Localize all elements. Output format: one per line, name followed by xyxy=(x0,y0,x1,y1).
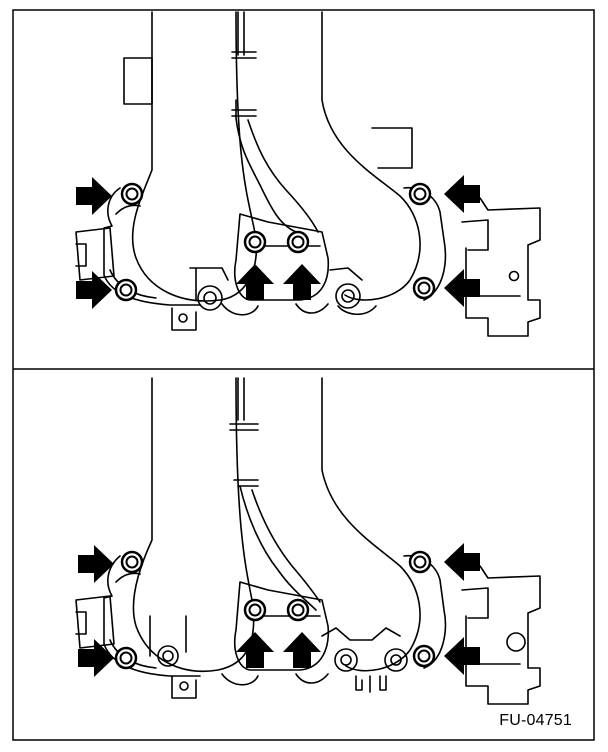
bolt-bottom-left-lower xyxy=(114,646,138,670)
arrow-bottom-center-right xyxy=(283,632,321,668)
top-panel-illustration xyxy=(75,11,541,337)
outer-border xyxy=(12,9,595,741)
bolt-top-center-right xyxy=(286,230,310,254)
bolt-top-right-lower xyxy=(412,276,436,300)
arrow-bottom-right-upper xyxy=(444,543,480,581)
arrow-bottom-center-left xyxy=(236,632,274,668)
bolt-top-center-left xyxy=(243,230,267,254)
bolt-top-right-upper xyxy=(408,182,432,206)
arrow-top-left-upper xyxy=(76,177,112,215)
bolt-bottom-right-lower xyxy=(412,644,436,668)
bottom-panel-illustration xyxy=(75,377,541,705)
arrow-bottom-right-lower xyxy=(444,637,480,675)
bolt-top-left-lower xyxy=(114,278,138,302)
bolt-bottom-center-left xyxy=(243,598,267,622)
arrow-top-right-upper xyxy=(444,175,480,213)
bolt-bottom-center-right xyxy=(286,598,310,622)
bolt-bottom-left-upper xyxy=(120,550,144,574)
figure-code: FU-04751 xyxy=(499,712,572,729)
arrow-top-right-lower xyxy=(444,269,480,307)
bolt-top-left-upper xyxy=(120,182,144,206)
bolt-bottom-right-upper xyxy=(408,550,432,574)
